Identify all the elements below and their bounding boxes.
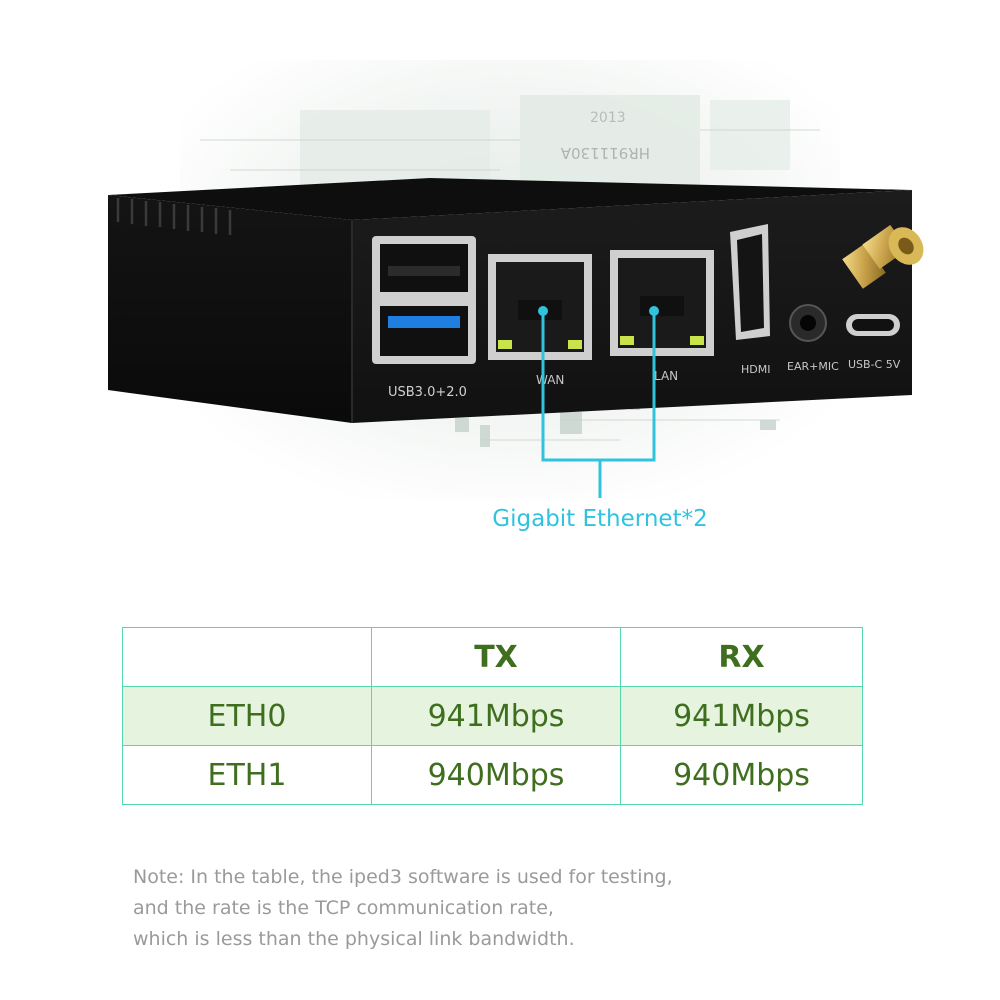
row-port-label: ETH0	[122, 686, 372, 746]
product-photo: 2013 HR911130A USB3.0+2.0	[108, 60, 924, 500]
wan-port-label: WAN	[536, 373, 564, 387]
row-tx-value: 940Mbps	[371, 745, 621, 805]
svg-text:HR911130A: HR911130A	[560, 144, 650, 162]
header-tx: TX	[371, 627, 621, 687]
usb-c-label: USB-C 5V	[848, 358, 901, 371]
usb-c-port	[846, 314, 900, 336]
note-line: which is less than the physical link ban…	[133, 928, 575, 950]
audio-jack	[789, 304, 827, 342]
table-row: ETH0 941Mbps 941Mbps	[122, 686, 863, 746]
hdmi-port-label: HDMI	[741, 363, 770, 376]
note-line: Note: In the table, the iped3 software i…	[133, 866, 673, 888]
audio-jack-label: EAR+MIC	[787, 360, 839, 373]
wan-pointer-dot	[538, 306, 548, 316]
usb-port-label: USB3.0+2.0	[388, 385, 467, 400]
header-empty-cell	[122, 627, 372, 687]
row-rx-value: 941Mbps	[620, 686, 863, 746]
test-note: Note: In the table, the iped3 software i…	[133, 862, 833, 955]
case-top	[108, 178, 912, 220]
header-rx: RX	[620, 627, 863, 687]
lan-pointer-dot	[649, 306, 659, 316]
lan-port	[610, 250, 714, 356]
svg-text:2013: 2013	[590, 110, 626, 126]
callout-bracket	[541, 313, 656, 498]
throughput-table: TX RX ETH0 941Mbps 941Mbps ETH1 940Mbps …	[122, 627, 863, 805]
hdmi-port	[730, 224, 770, 340]
case-side	[108, 195, 352, 423]
table-row: ETH1 940Mbps 940Mbps	[122, 745, 863, 805]
usb-ports	[372, 236, 476, 364]
table-header-row: TX RX	[122, 627, 863, 687]
row-rx-value: 940Mbps	[620, 745, 863, 805]
antenna-connector	[842, 224, 924, 289]
lan-port-label: LAN	[654, 369, 678, 383]
note-line: and the rate is the TCP communication ra…	[133, 897, 554, 919]
row-port-label: ETH1	[122, 745, 372, 805]
row-tx-value: 941Mbps	[371, 686, 621, 746]
gigabit-ethernet-callout: Gigabit Ethernet*2	[492, 506, 708, 532]
